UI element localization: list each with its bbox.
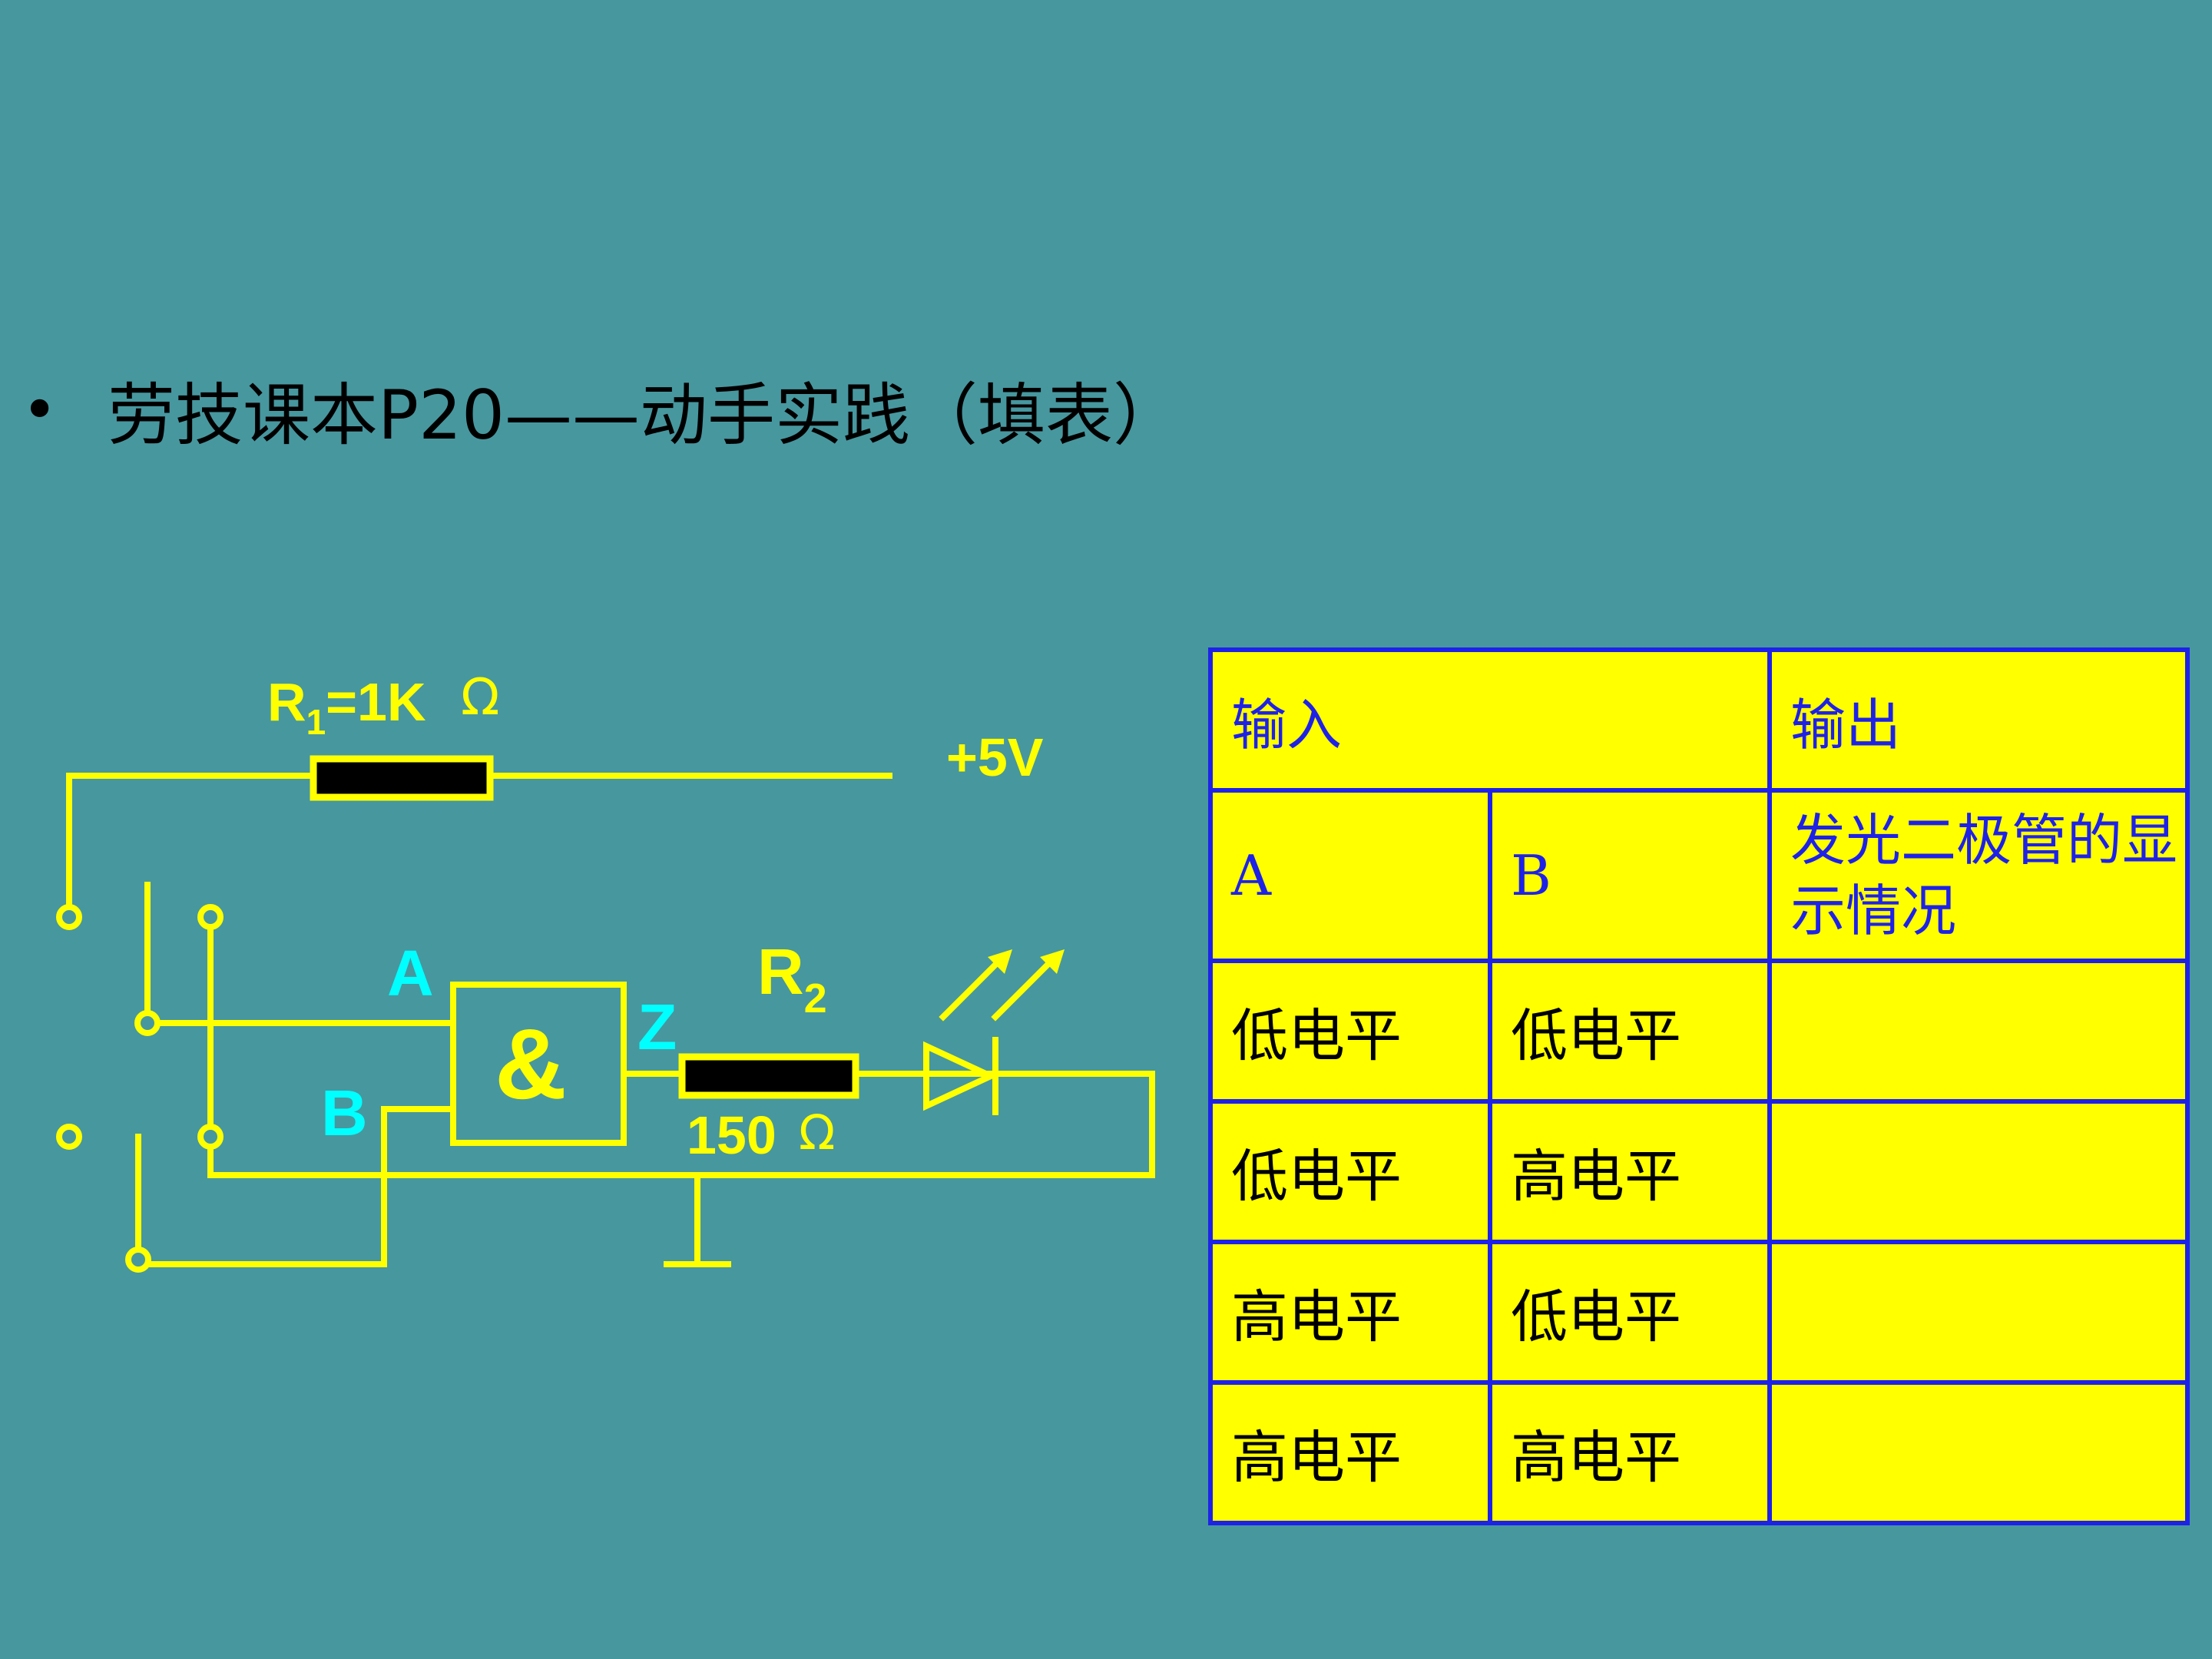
contact-switch-a [134,1010,161,1036]
r2-label: R2 [757,935,827,1022]
resistor-r1 [310,755,494,801]
table-subheader-row: A B 发光二极管的显示情况 [1208,788,2190,963]
bullet-point: • [22,373,58,445]
r2-ohm-symbol: Ω [799,1104,835,1161]
table-row: 高电平 低电平 [1208,1240,2190,1385]
resistor-r2 [678,1053,859,1099]
contact-left-bottom [56,1124,82,1150]
circuit-diagram: R1=1K Ω +5V A B Z & R2 150 Ω [56,667,1155,1273]
row-4-b: 高电平 [1488,1380,1772,1525]
r1-ohm-symbol: Ω [461,667,499,727]
row-4-a: 高电平 [1208,1380,1492,1525]
column-led-header: 发光二极管的显示情况 [1767,788,2190,963]
truth-table: 输入 输出 A B 发光二极管的显示情况 低电平 低电平 低电平 高电平 高电平… [1208,647,2190,1525]
row-3-b: 低电平 [1488,1240,1772,1385]
column-a-header: A [1208,788,1492,963]
contact-right-bottom [197,1124,224,1150]
row-3-led[interactable] [1767,1240,2190,1385]
header-output: 输出 [1767,647,2190,793]
slide-title: 劳技课本P20——动手实践（填表） [108,376,1181,455]
row-2-led[interactable] [1767,1099,2190,1244]
gate-symbol: & [495,1008,567,1120]
light-arrow-2 [991,952,1060,1022]
contact-switch-b [125,1247,151,1273]
table-row: 高电平 高电平 [1208,1380,2190,1525]
row-1-led[interactable] [1767,959,2190,1104]
light-arrowhead-2 [1040,949,1065,974]
row-4-led[interactable] [1767,1380,2190,1525]
row-2-a: 低电平 [1208,1099,1492,1244]
led-diode [923,1041,998,1111]
input-a-label: A [387,937,434,1009]
input-b-label: B [321,1077,368,1149]
column-b-header: B [1488,788,1772,963]
r1-label: R1=1K [267,672,426,742]
table-row: 低电平 低电平 [1208,959,2190,1104]
row-2-b: 高电平 [1488,1099,1772,1244]
header-input: 输入 [1208,647,1772,793]
row-1-b: 低电平 [1488,959,1772,1104]
row-1-a: 低电平 [1208,959,1492,1104]
and-gate [450,982,627,1146]
table-row: 低电平 高电平 [1208,1099,2190,1244]
contact-right-top [197,904,224,930]
supply-label: +5V [946,727,1044,787]
r2-value-label: 150 [687,1105,777,1165]
light-arrow-1 [939,952,1008,1022]
contact-left-top [56,904,82,930]
output-z-label: Z [637,991,677,1063]
light-arrowhead-1 [988,949,1012,974]
slide-title-row: • 劳技课本P20——动手实践（填表） [22,361,1181,459]
row-3-a: 高电平 [1208,1240,1492,1385]
table-header-row: 输入 输出 [1208,647,2190,793]
